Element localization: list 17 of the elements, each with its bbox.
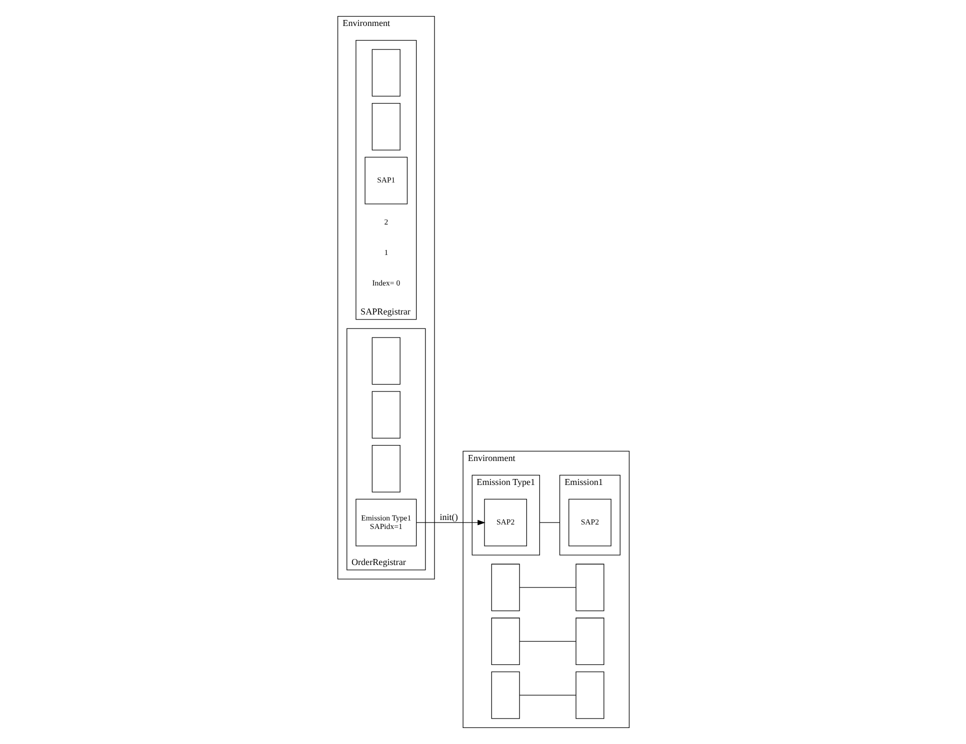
- node-box: [490, 672, 520, 719]
- connector: [518, 694, 576, 696]
- connector: [518, 641, 576, 642]
- node-box: [371, 49, 400, 96]
- node-box: [575, 618, 604, 666]
- node-box: [575, 564, 604, 612]
- node-box: [371, 445, 400, 492]
- node-box: [371, 102, 400, 150]
- node-box: [490, 618, 520, 666]
- node-box: [371, 391, 400, 439]
- node-box: [371, 337, 400, 385]
- arrow: [416, 520, 485, 526]
- node-box: [490, 564, 520, 612]
- connector: [538, 522, 560, 523]
- node-box: [575, 672, 604, 719]
- edge-label: init(): [439, 512, 458, 522]
- connector: [518, 587, 576, 588]
